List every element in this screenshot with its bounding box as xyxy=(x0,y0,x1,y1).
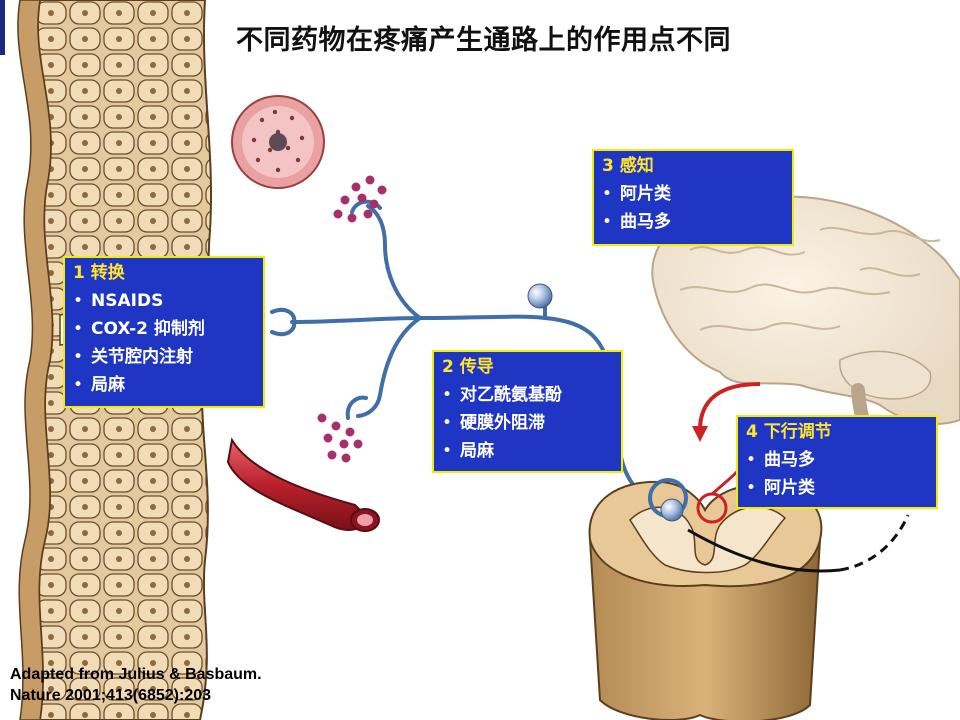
box-transduction-heading: 1 转换 xyxy=(73,263,125,283)
ascending-tract xyxy=(687,514,910,573)
box-transmission-item: 硬膜外阻滞 xyxy=(442,409,615,437)
mediator-molecules-lower xyxy=(317,413,363,463)
citation: Adapted from Julius & Basbaum. Nature 20… xyxy=(10,664,262,706)
box-perception-item: 阿片类 xyxy=(602,180,786,208)
mediator-molecules-upper xyxy=(333,175,387,223)
box-transduction-item: 关节腔内注射 xyxy=(73,343,257,371)
citation-line: Adapted from Julius & Basbaum. xyxy=(10,666,262,683)
descending-pathway-arrow xyxy=(692,382,761,442)
box-transduction-item: COX-2 抑制剂 xyxy=(73,315,257,343)
mast-cell xyxy=(231,95,325,189)
spinal-cord xyxy=(588,480,823,720)
slide-accent-bar xyxy=(0,0,5,55)
box-transmission-item: 对乙酰氨基酚 xyxy=(442,381,615,409)
box-transmission-heading: 2 传导 xyxy=(442,357,494,377)
box-descending-modulation-heading: 4 下行调节 xyxy=(746,422,832,442)
box-transduction: 1 转换 NSAIDS COX-2 抑制剂 关节腔内注射 局麻 xyxy=(63,256,265,408)
brain xyxy=(651,195,960,477)
box-transduction-item: NSAIDS xyxy=(73,287,257,315)
slide-title: 不同药物在疼痛产生通路上的作用点不同 xyxy=(236,25,731,56)
box-transduction-item: 局麻 xyxy=(73,371,257,399)
box-perception: 3 感知 阿片类 曲马多 xyxy=(592,149,794,246)
box-descending-modulation-item: 阿片类 xyxy=(746,474,930,502)
box-perception-item: 曲马多 xyxy=(602,208,786,236)
citation-line: Nature 2001;413(6852):203 xyxy=(10,687,212,704)
box-descending-modulation-item: 曲马多 xyxy=(746,446,930,474)
box-transmission-item: 局麻 xyxy=(442,437,615,465)
box-descending-modulation: 4 下行调节 曲马多 阿片类 xyxy=(736,415,938,509)
blood-vessel xyxy=(226,437,380,532)
nerve-endings xyxy=(270,199,382,420)
synaptic-bulb xyxy=(527,283,553,309)
box-perception-heading: 3 感知 xyxy=(602,156,654,176)
box-transmission: 2 传导 对乙酰氨基酚 硬膜外阻滞 局麻 xyxy=(432,350,623,473)
